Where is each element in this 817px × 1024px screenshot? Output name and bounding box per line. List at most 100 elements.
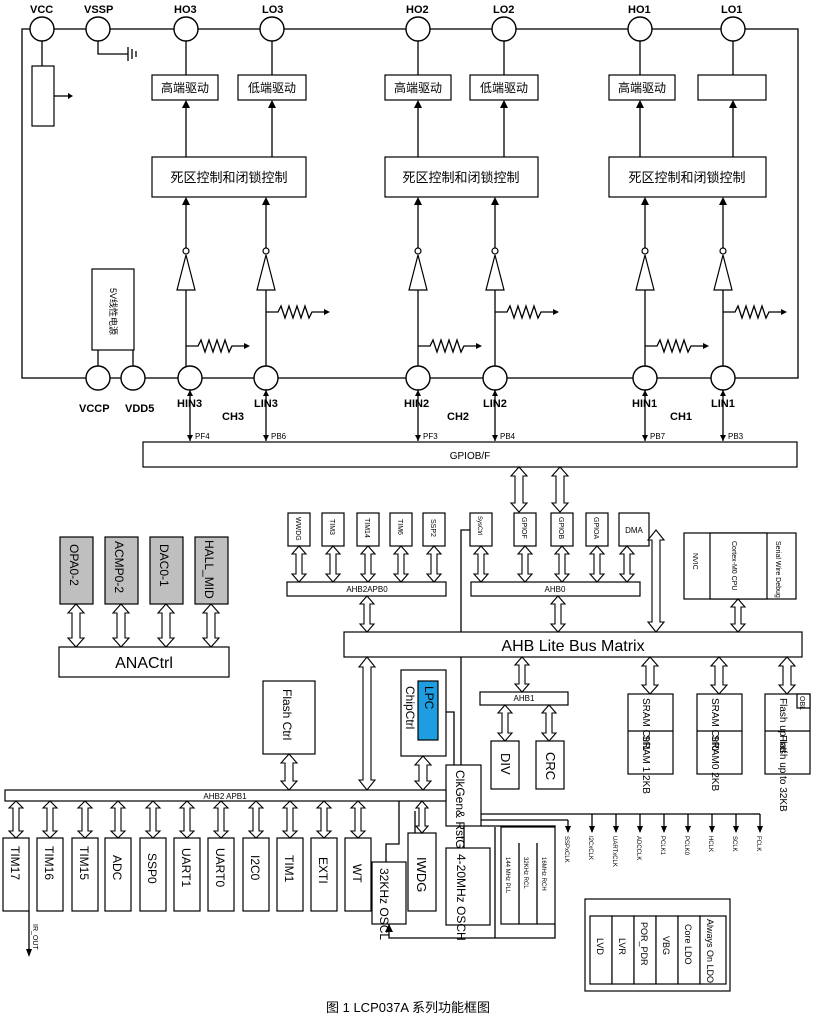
vdd5-label: VDD5 — [125, 403, 154, 415]
crc-label: CRC — [543, 752, 558, 780]
ch3-high-driver-label: 高端驱动 — [161, 80, 209, 95]
clock-sources — [500, 826, 556, 925]
clock-sclk-label: SCLK — [731, 836, 737, 852]
ch2-deadzone-control — [384, 156, 539, 198]
ch3-deadzone-label: 死区控制和闭锁控制 — [170, 170, 287, 185]
hin1-pulldown-resistor-icon — [645, 337, 703, 355]
clock-ssp-label: SSPxCLK — [563, 836, 569, 863]
tim1-block — [276, 837, 304, 912]
ahb-lite-bus-matrix — [343, 631, 803, 658]
flash-ctrl-label: Flash Ctrl — [280, 689, 294, 740]
bus-link-arrow — [76, 800, 94, 839]
cortex-label: Cortex-M0 CPU — [730, 541, 737, 590]
lin3-pin — [253, 365, 279, 391]
sram1-block — [627, 693, 674, 775]
lpc-block — [417, 680, 439, 741]
uart0-block — [207, 837, 235, 912]
lin1-buffer-icon — [713, 254, 733, 291]
lvd-label: LVD — [595, 938, 605, 955]
5v-linear-regulator — [91, 268, 135, 351]
hin2-pin — [405, 365, 431, 391]
always-on-ldo-label: Always On LDO — [705, 919, 715, 983]
hin1-buffer-icon — [635, 254, 655, 291]
uart1-block — [173, 837, 201, 912]
clock-distribution — [481, 813, 763, 833]
dma-matrix-arrow — [646, 529, 666, 633]
ahb2apb1-label: AHB2 APB1 — [203, 792, 247, 801]
apb0-peripherals: WWDG TIM3 TIM14 TIM6 SSP2 — [287, 512, 446, 583]
gpiof-link-arrow — [509, 466, 529, 513]
lin1-pin — [710, 365, 736, 391]
flash-mem-label: Flash up to 32KB — [777, 735, 788, 812]
ho1-pin — [627, 16, 653, 42]
lo2-label: LO2 — [493, 4, 514, 16]
flash-intf-label: Flash up Intf — [777, 698, 788, 753]
ahb2apb0-label: AHB2APB0 — [346, 585, 388, 594]
vcc-label: VCC — [30, 4, 53, 16]
ho2-label: HO2 — [406, 4, 429, 16]
acmp-block — [104, 536, 139, 605]
sram1-mem-label: SRAM 1 2KB — [640, 735, 651, 794]
bus-link-arrow — [41, 800, 59, 839]
tim14-label: TIM14 — [363, 518, 370, 538]
dma-block — [618, 512, 650, 547]
vccp-label: VCCP — [79, 403, 110, 415]
cpu-block: NVIC Cortex-M0 CPU Serial Wire Debug — [683, 532, 797, 633]
lin2-pin — [482, 365, 508, 391]
hin3-pulldown-resistor-icon — [186, 337, 244, 355]
swd-label: Serial Wire Debug — [774, 541, 781, 598]
ch1-deadzone-label: 死区控制和闭锁控制 — [628, 170, 745, 185]
clock-pclk1-label: PCLK1 — [659, 836, 665, 856]
tim6-label: TIM6 — [396, 519, 403, 535]
gpiobf-label: GPIOB/F — [450, 451, 491, 462]
hin2-buffer-icon — [408, 254, 428, 291]
ch3-low-driver — [237, 74, 307, 101]
hall-mid-label: HALL_MID — [202, 540, 216, 599]
adc-block — [104, 837, 132, 912]
obl-block — [796, 693, 811, 709]
ho3-pin — [173, 16, 199, 42]
lo2-pin — [491, 16, 517, 42]
ch1-high-driver-label: 高端驱动 — [618, 80, 666, 95]
anactrl-block — [58, 646, 230, 678]
uart1-label: UART1 — [179, 848, 193, 887]
regulator-label: 5V线性电源 — [108, 288, 119, 335]
lo1-label: LO1 — [721, 4, 742, 16]
ahb2apb1-bus — [4, 789, 447, 802]
figure-caption: 图 1 LCP037A 系列功能框图 — [326, 1000, 490, 1015]
uart0-label: UART0 — [213, 848, 227, 887]
sysctrl-clkgen-link — [460, 529, 470, 765]
bus-link-arrow — [247, 800, 265, 839]
ch3-high-driver — [151, 74, 219, 101]
cortex-m0-core — [709, 532, 768, 600]
sram0-mem-label: SRAM0 2KB — [709, 735, 720, 791]
gpioa-label: GPIOA — [592, 517, 599, 540]
vssp-pin — [85, 16, 111, 42]
hin3-pin — [177, 365, 203, 391]
tim17-block — [2, 837, 30, 912]
gpiob-link-arrow — [550, 466, 570, 513]
ch1-label: CH1 — [670, 411, 692, 423]
lo3-label: LO3 — [262, 4, 283, 16]
tim16-block — [36, 837, 64, 912]
gpiob-label: GPIOB — [557, 517, 564, 540]
hall-mid-block — [194, 536, 229, 605]
tim17-label: TIM17 — [8, 846, 22, 880]
exti-block — [310, 837, 338, 912]
pb4-label: PB4 — [500, 432, 516, 441]
lin3-pulldown-resistor-icon — [266, 303, 324, 321]
clkgen-rstgen-block — [445, 764, 482, 827]
deadzone-to-driver-arrows — [182, 100, 737, 157]
ch1-high-driver — [608, 74, 676, 101]
acmp-label: ACMP0-2 — [112, 541, 126, 593]
osch-block — [445, 847, 491, 926]
div-label: DIV — [498, 753, 513, 775]
pb7-label: PB7 — [650, 432, 666, 441]
lpc-label: LPC — [422, 686, 436, 710]
ahb1-label: AHB1 — [514, 694, 535, 703]
gpiof-label: GPIOF — [520, 517, 527, 539]
ssp2-label: SSP2 — [429, 519, 436, 537]
sysctrl-label: SysCtrl — [476, 516, 482, 535]
ch2-label: CH2 — [447, 411, 469, 423]
